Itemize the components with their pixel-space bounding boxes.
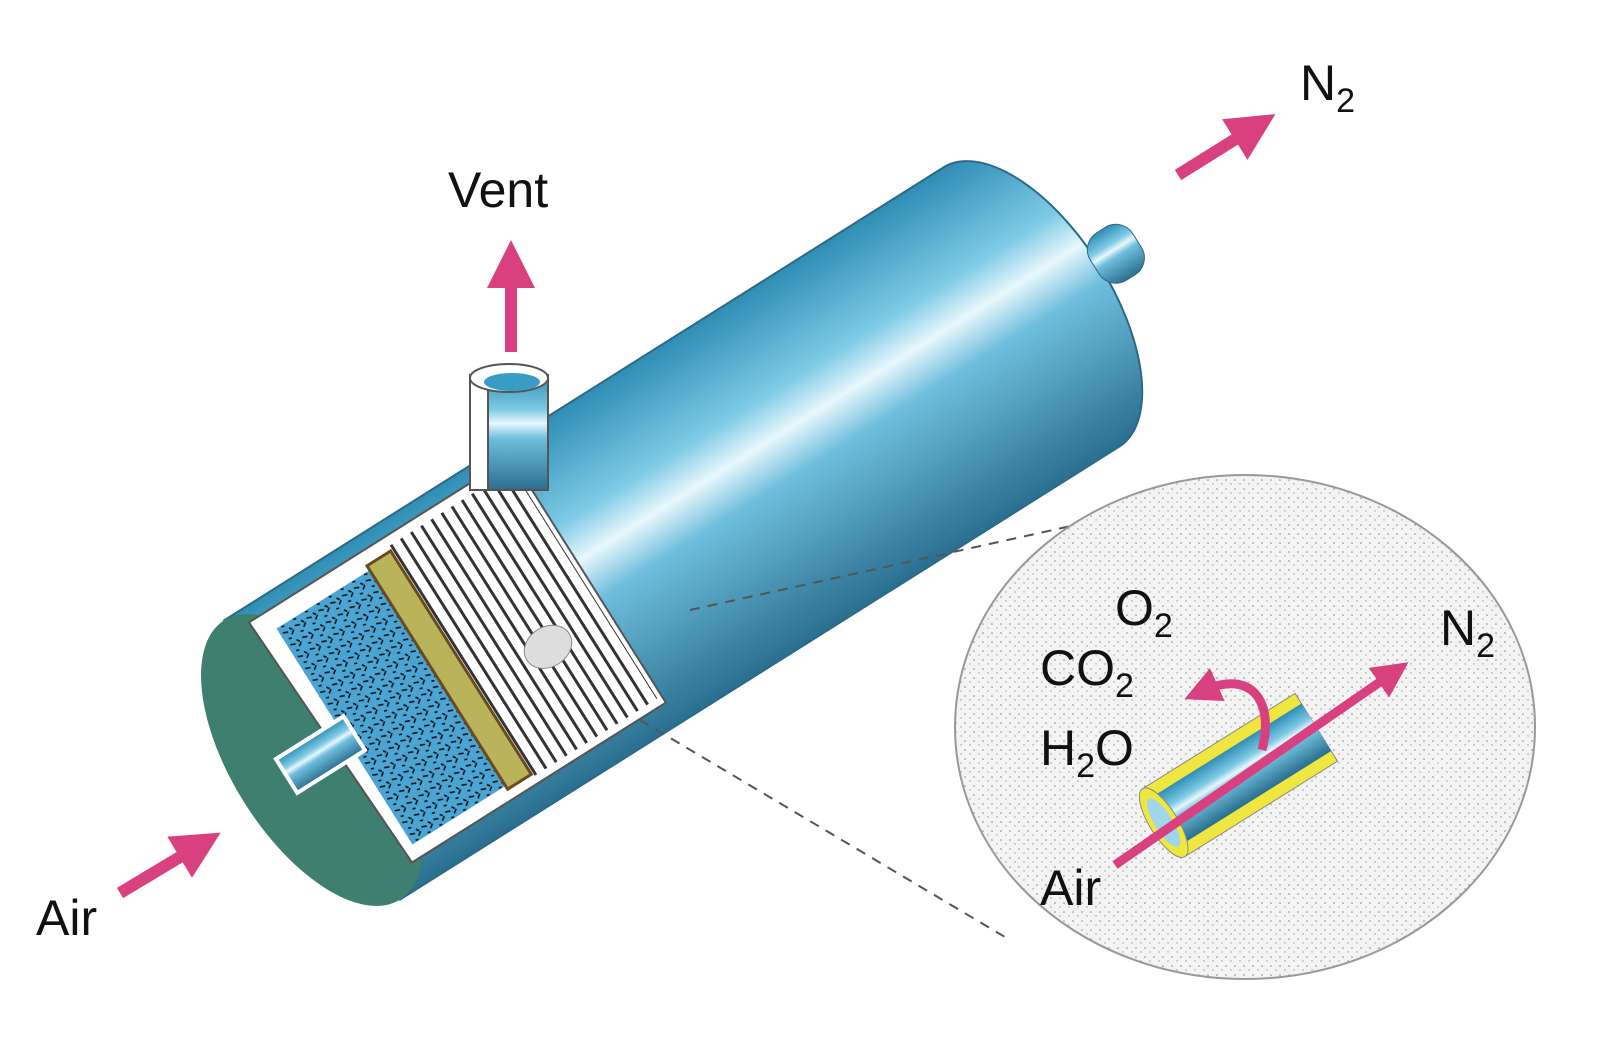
- permeate-arrow: [1184, 668, 1270, 752]
- zoom-line-bottom: [639, 719, 1011, 941]
- inset-n2-label: N2: [1440, 600, 1495, 665]
- fiber-inset: [954, 474, 1536, 980]
- h2o-label: H2O: [1040, 720, 1134, 785]
- inset-air-label: Air: [1040, 860, 1101, 916]
- n2-outlet-label: N2: [1300, 55, 1355, 120]
- inlet-tube: [273, 713, 368, 796]
- n2-outlet-arrow: [1174, 114, 1276, 181]
- separator-cylinder: [201, 160, 1145, 906]
- outlet-nozzle: [1086, 223, 1145, 284]
- o2-label: O2: [1115, 580, 1173, 645]
- air-inlet-label: Air: [36, 890, 97, 946]
- inset-air-arrow: [1112, 662, 1409, 869]
- hollow-fiber-bundle: [389, 468, 658, 776]
- co2-label: CO2: [1040, 640, 1134, 705]
- air-inlet-arrow: [116, 832, 221, 899]
- vent-label: Vent: [448, 162, 548, 218]
- vent-pipe: [469, 363, 549, 491]
- filter-band: [364, 548, 534, 792]
- prefilter-media: [276, 570, 506, 845]
- fiber-detail-spot: [523, 624, 573, 669]
